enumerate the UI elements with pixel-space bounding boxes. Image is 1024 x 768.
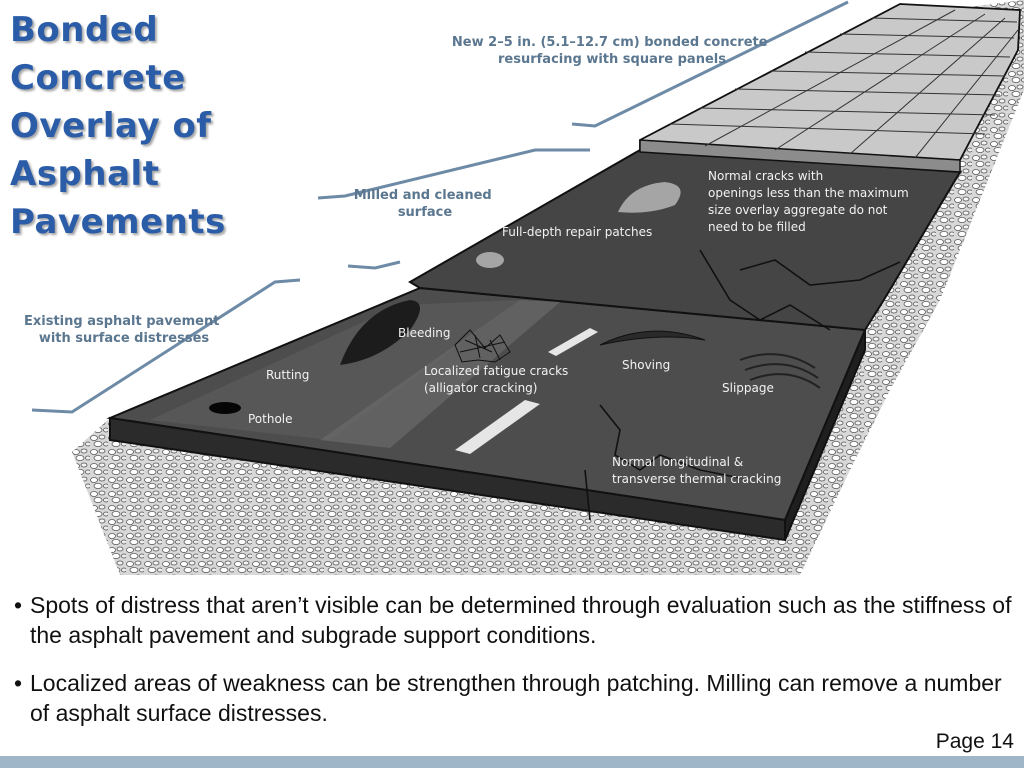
full-depth-patch bbox=[618, 182, 681, 213]
shoving-mark bbox=[599, 330, 706, 346]
label-slippage: Slippage bbox=[722, 381, 774, 395]
bullet-item: • Spots of distress that aren’t visible … bbox=[14, 590, 1016, 650]
lane-stripe bbox=[548, 328, 598, 356]
existing-asphalt-right-edge bbox=[784, 329, 866, 541]
concrete-overlay-edge bbox=[639, 139, 961, 173]
label-pothole: Pothole bbox=[248, 412, 293, 426]
label-rutting: Rutting bbox=[266, 368, 309, 382]
title-line: Bonded bbox=[10, 10, 159, 50]
rut-groove bbox=[150, 300, 520, 440]
bullet-text: Localized areas of weakness can be stren… bbox=[30, 670, 1002, 726]
title-line: Concrete bbox=[10, 58, 186, 98]
title-line: Asphalt bbox=[10, 154, 160, 194]
rut-groove bbox=[320, 300, 560, 448]
callout-new-overlay: New 2–5 in. (5.1–12.7 cm) bonded concret… bbox=[452, 35, 772, 67]
thermal-cracks bbox=[584, 249, 901, 521]
pavement-diagram: New 2–5 in. (5.1–12.7 cm) bonded concret… bbox=[24, 0, 1024, 575]
slippage-mark bbox=[739, 353, 821, 389]
label-normal-cracks: Normal cracks with openings less than th… bbox=[708, 169, 913, 234]
label-thermal-cracking: Normal longitudinal & transverse thermal… bbox=[612, 455, 781, 486]
bullet-list: • Spots of distress that aren’t visible … bbox=[14, 590, 1016, 746]
footer-bar bbox=[0, 756, 1024, 768]
bullet-dot-icon: • bbox=[14, 592, 23, 618]
label-full-depth-patches: Full-depth repair patches bbox=[502, 225, 652, 239]
label-bleeding: Bleeding bbox=[398, 326, 451, 340]
slide-title: Bonded Concrete Overlay of Asphalt Pavem… bbox=[10, 6, 310, 246]
page-number: Page 14 bbox=[935, 730, 1014, 753]
bullet-dot-icon: • bbox=[14, 670, 23, 696]
callout-existing: Existing asphalt pavement with surface d… bbox=[24, 314, 224, 346]
alligator-cracking bbox=[454, 329, 511, 363]
bullet-item: • Localized areas of weakness can be str… bbox=[14, 668, 1016, 728]
title-line: Pavements bbox=[10, 202, 226, 242]
full-depth-patch bbox=[476, 252, 504, 268]
callout-milled: Milled and cleaned surface bbox=[354, 188, 496, 220]
concrete-overlay-top bbox=[639, 3, 1021, 161]
pothole bbox=[209, 402, 241, 414]
callout-brackets bbox=[31, 0, 849, 414]
label-fatigue-cracks: Localized fatigue cracks (alligator crac… bbox=[424, 364, 572, 395]
bullet-text: Spots of distress that aren’t visible ca… bbox=[30, 592, 1012, 648]
bleeding-area bbox=[340, 300, 420, 365]
title-line: Overlay of bbox=[10, 106, 212, 146]
concrete-panel-joints bbox=[669, 9, 1019, 159]
label-shoving: Shoving bbox=[622, 358, 670, 372]
lane-stripe bbox=[455, 400, 540, 454]
